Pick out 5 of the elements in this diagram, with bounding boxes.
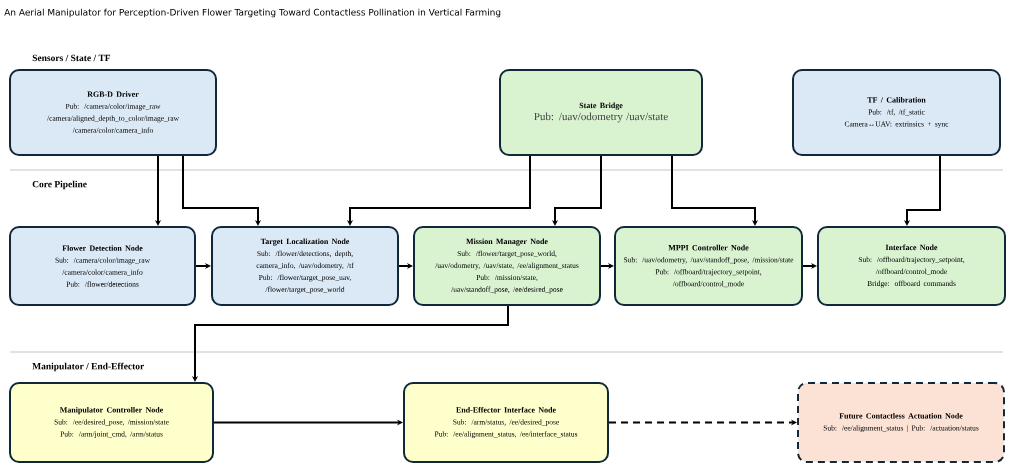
title: An Aerial Manipulator for Perception-Driven Flower Targeting Toward Contactless Pollination in Vertical Farming (4, 8, 501, 18)
arrow (182, 155, 262, 226)
arrow (671, 155, 759, 226)
section-heading: Manipulator / End-Effector (32, 362, 144, 372)
section-heading: Core Pipeline (32, 180, 87, 190)
